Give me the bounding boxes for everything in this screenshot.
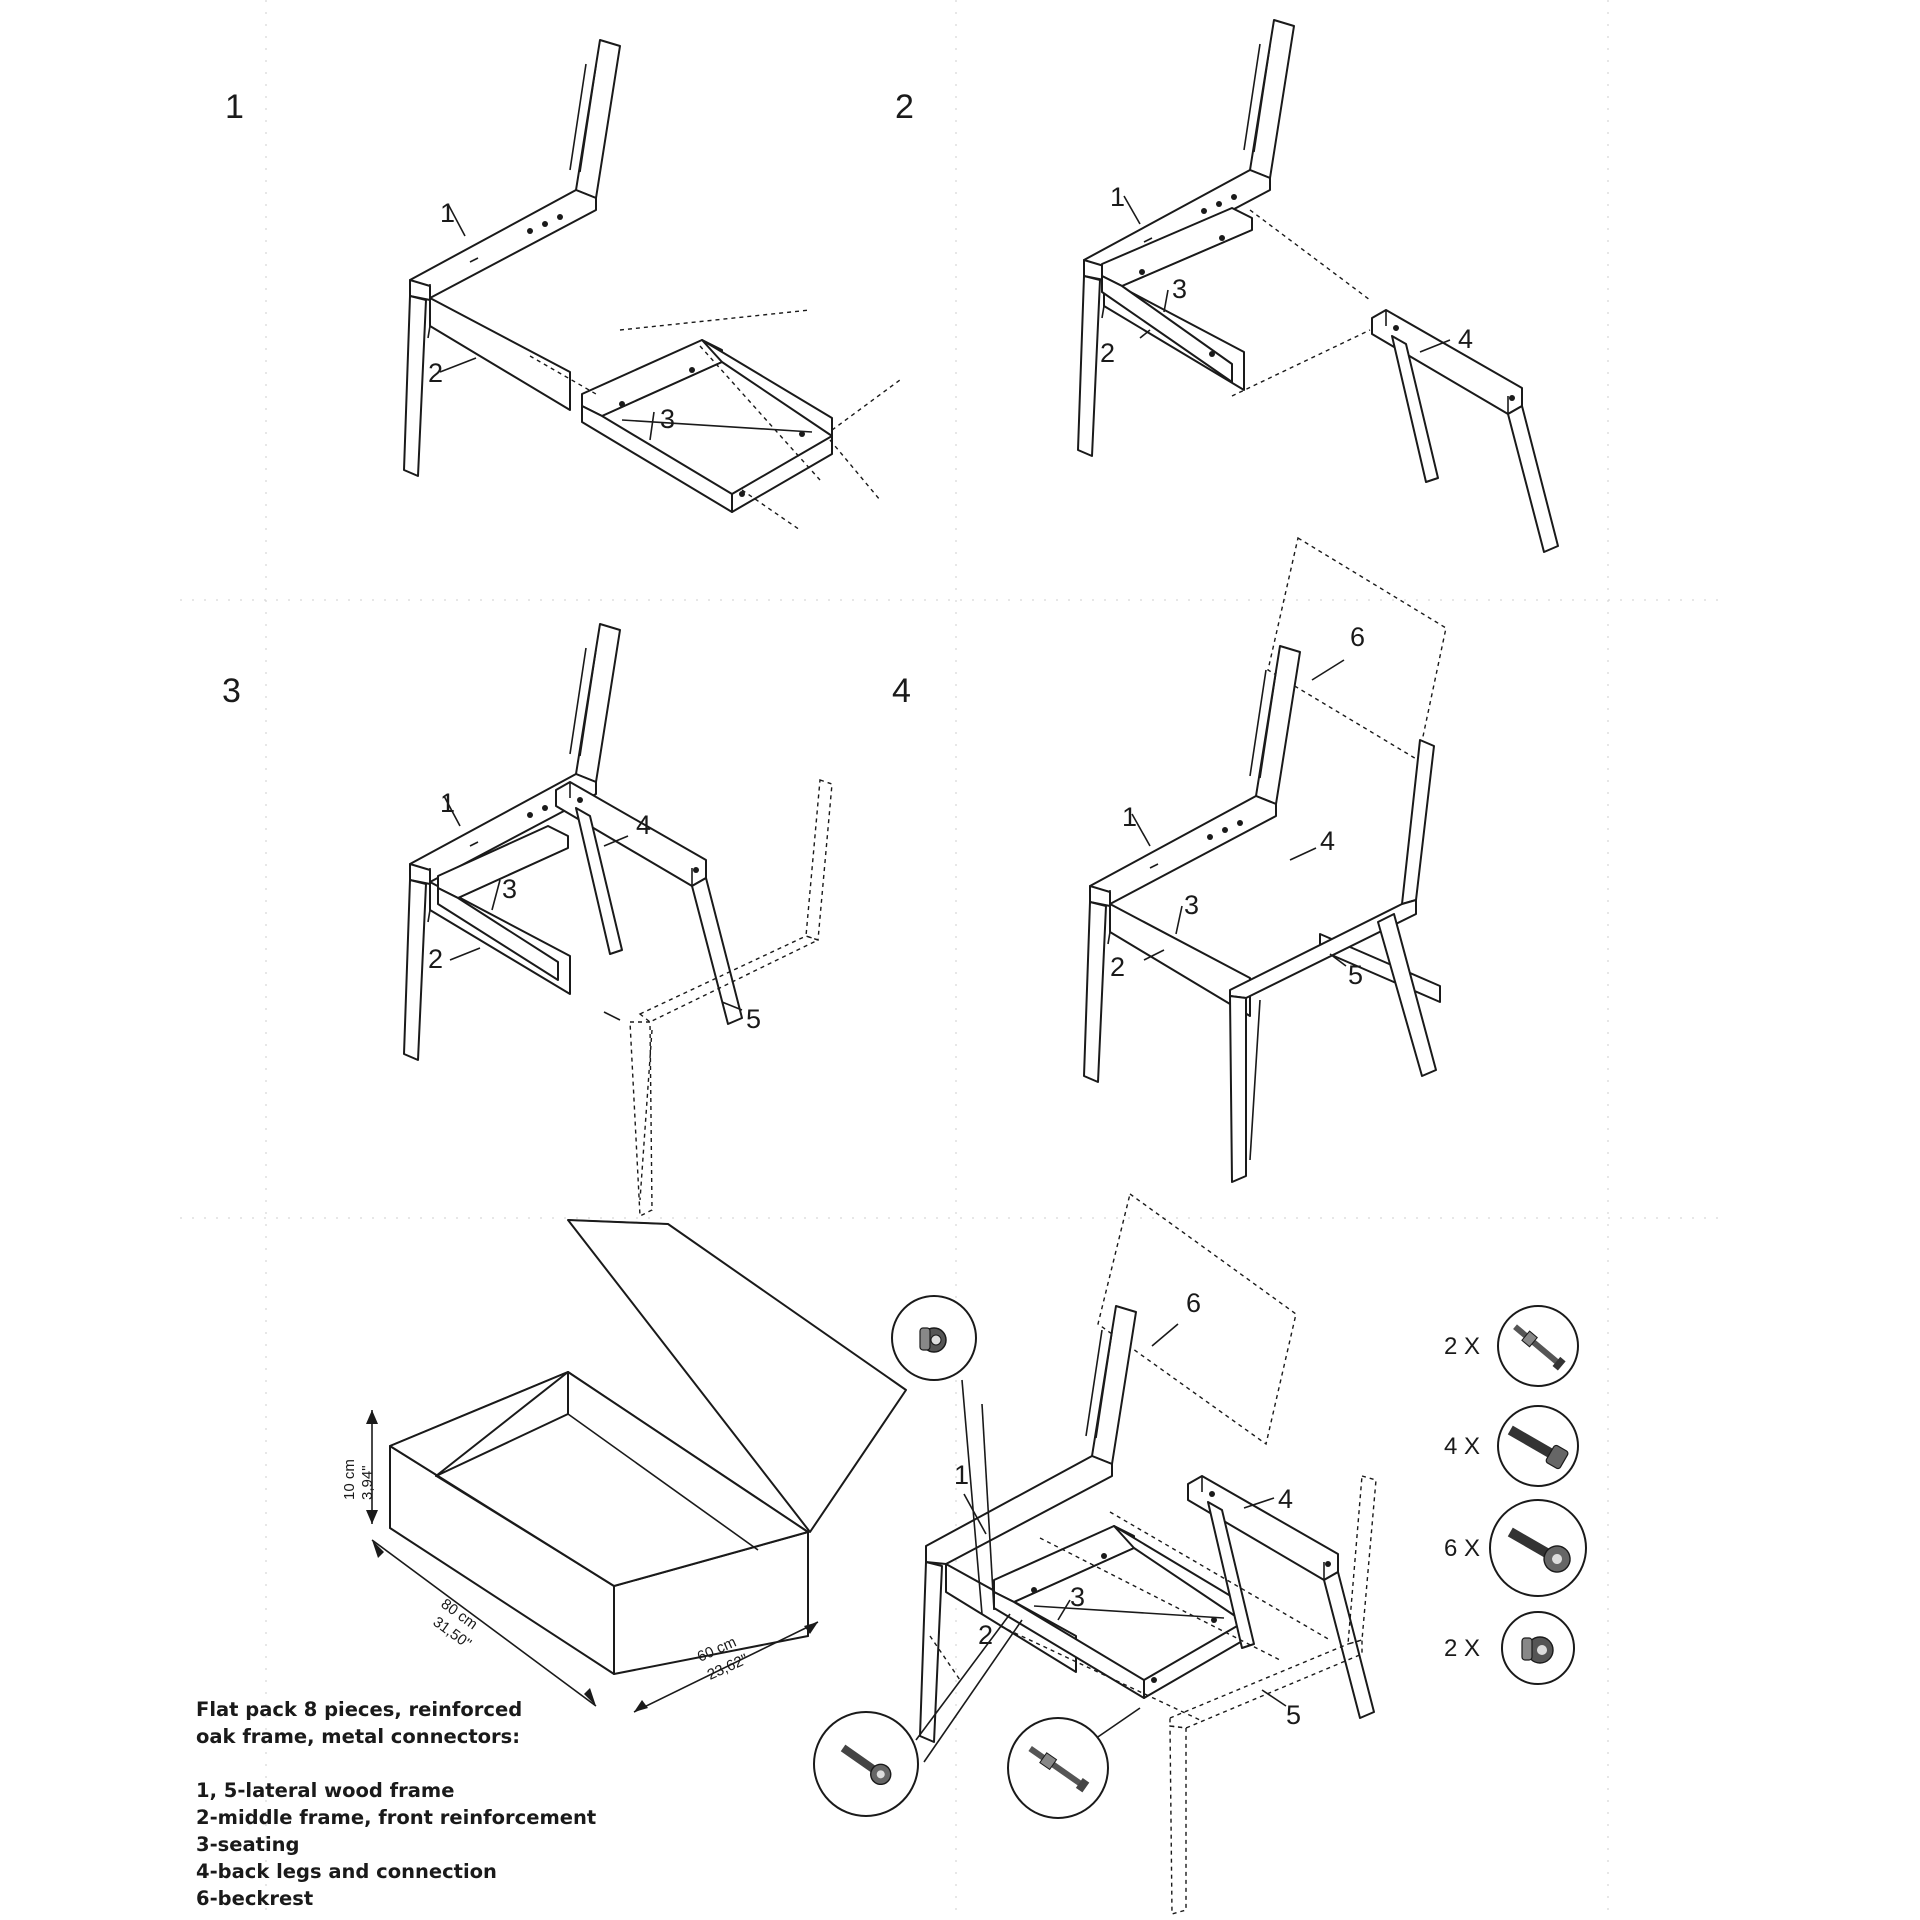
step-2-label-2: 2 [1100,338,1115,368]
step-1-illustration: 1 1 2 3 [225,39,901,531]
long-bolt-icon [1028,1746,1090,1793]
flat-pack-box-illustration: 10 cm 3,94" 80 cm 31,50" 60 cm 23,62" [341,1219,907,1713]
step-1-label-1: 1 [440,198,455,228]
cam-bolt-icon [1507,1527,1571,1573]
step-1-number: 1 [225,88,244,126]
notes-item-1: 1, 5-lateral wood frame [196,1779,455,1802]
notes-item-5: 6-beckrest [196,1887,314,1910]
step-1-label-3: 3 [660,404,675,434]
detail-cam-bolt [813,1711,919,1817]
step-3-ghost-side-frame [629,779,833,1218]
notes-title-line-2: oak frame, metal connectors: [196,1725,521,1748]
hardware-list: 2 X 4 X 6 X 2 X [1444,1305,1587,1685]
detail-cam-lock [891,1295,977,1381]
step-4-right-side-frame [1229,739,1437,1183]
final-label-6: 6 [1186,1288,1201,1318]
step-3-illustration: 3 1 2 3 4 5 [222,623,833,1218]
long-bolt-icon [1513,1324,1566,1371]
notes-item-4: 4-back legs and connection [196,1860,497,1883]
box-height-in: 3,94" [359,1465,376,1500]
hardware-qty-3: 6 X [1444,1535,1480,1562]
box-height-cm: 10 cm [341,1459,358,1500]
step-4-label-5: 5 [1348,960,1363,990]
step-3-label-3: 3 [502,874,517,904]
step-2-label-3: 3 [1172,274,1187,304]
final-label-3: 3 [1070,1582,1085,1612]
notes-title-line-1: Flat pack 8 pieces, reinforced [196,1698,523,1721]
final-label-5: 5 [1286,1700,1301,1730]
hardware-qty-1: 2 X [1444,1333,1480,1360]
hex-bolt-icon [1507,1425,1569,1470]
final-label-4: 4 [1278,1484,1293,1514]
step-1-label-2: 2 [428,358,443,388]
step-3-label-5: 5 [746,1004,761,1034]
step-2-label-4: 4 [1458,324,1473,354]
notes-item-2: 2-middle frame, front reinforcement [196,1806,597,1829]
step-4-illustration: 4 1 2 3 4 5 6 [892,536,1447,1183]
background-grid [180,0,1720,1920]
detail-long-bolt [1007,1717,1109,1819]
step-4-label-3: 3 [1184,890,1199,920]
step-4-ghost-backrest [1267,536,1447,762]
hardware-item-4: 2 X [1444,1611,1575,1685]
hardware-item-2: 4 X [1444,1405,1579,1487]
hardware-item-1: 2 X [1444,1305,1579,1387]
step-2-illustration: 2 1 2 3 4 [895,19,1559,553]
final-ghost-backrest [1097,1192,1297,1446]
step-3-label-2: 2 [428,944,443,974]
step-2-label-1: 1 [1110,182,1125,212]
step-4-label-1: 1 [1122,802,1137,832]
cam-lock-icon [1521,1636,1554,1664]
step-4-label-6: 6 [1350,622,1365,652]
final-exploded-assembly: 1 2 3 4 5 6 [915,1192,1377,1915]
hardware-qty-2: 4 X [1444,1433,1480,1460]
step-3-number: 3 [222,672,241,710]
step-3-label-1: 1 [440,788,455,818]
step-4-label-2: 2 [1110,952,1125,982]
cam-lock-icon [919,1327,947,1353]
final-label-2: 2 [978,1620,993,1650]
hardware-qty-4: 2 X [1444,1635,1480,1662]
final-ghost-side-frame [1169,1475,1377,1915]
step-4-label-4: 4 [1320,826,1335,856]
step-3-label-4: 4 [636,810,651,840]
final-label-1: 1 [954,1460,969,1490]
notes-item-3: 3-seating [196,1833,300,1856]
parts-notes: Flat pack 8 pieces, reinforced oak frame… [196,1696,716,1912]
hardware-item-3: 6 X [1444,1499,1587,1597]
step-4-number: 4 [892,672,911,710]
cam-bolt-icon [840,1744,892,1786]
step-2-number: 2 [895,88,914,126]
